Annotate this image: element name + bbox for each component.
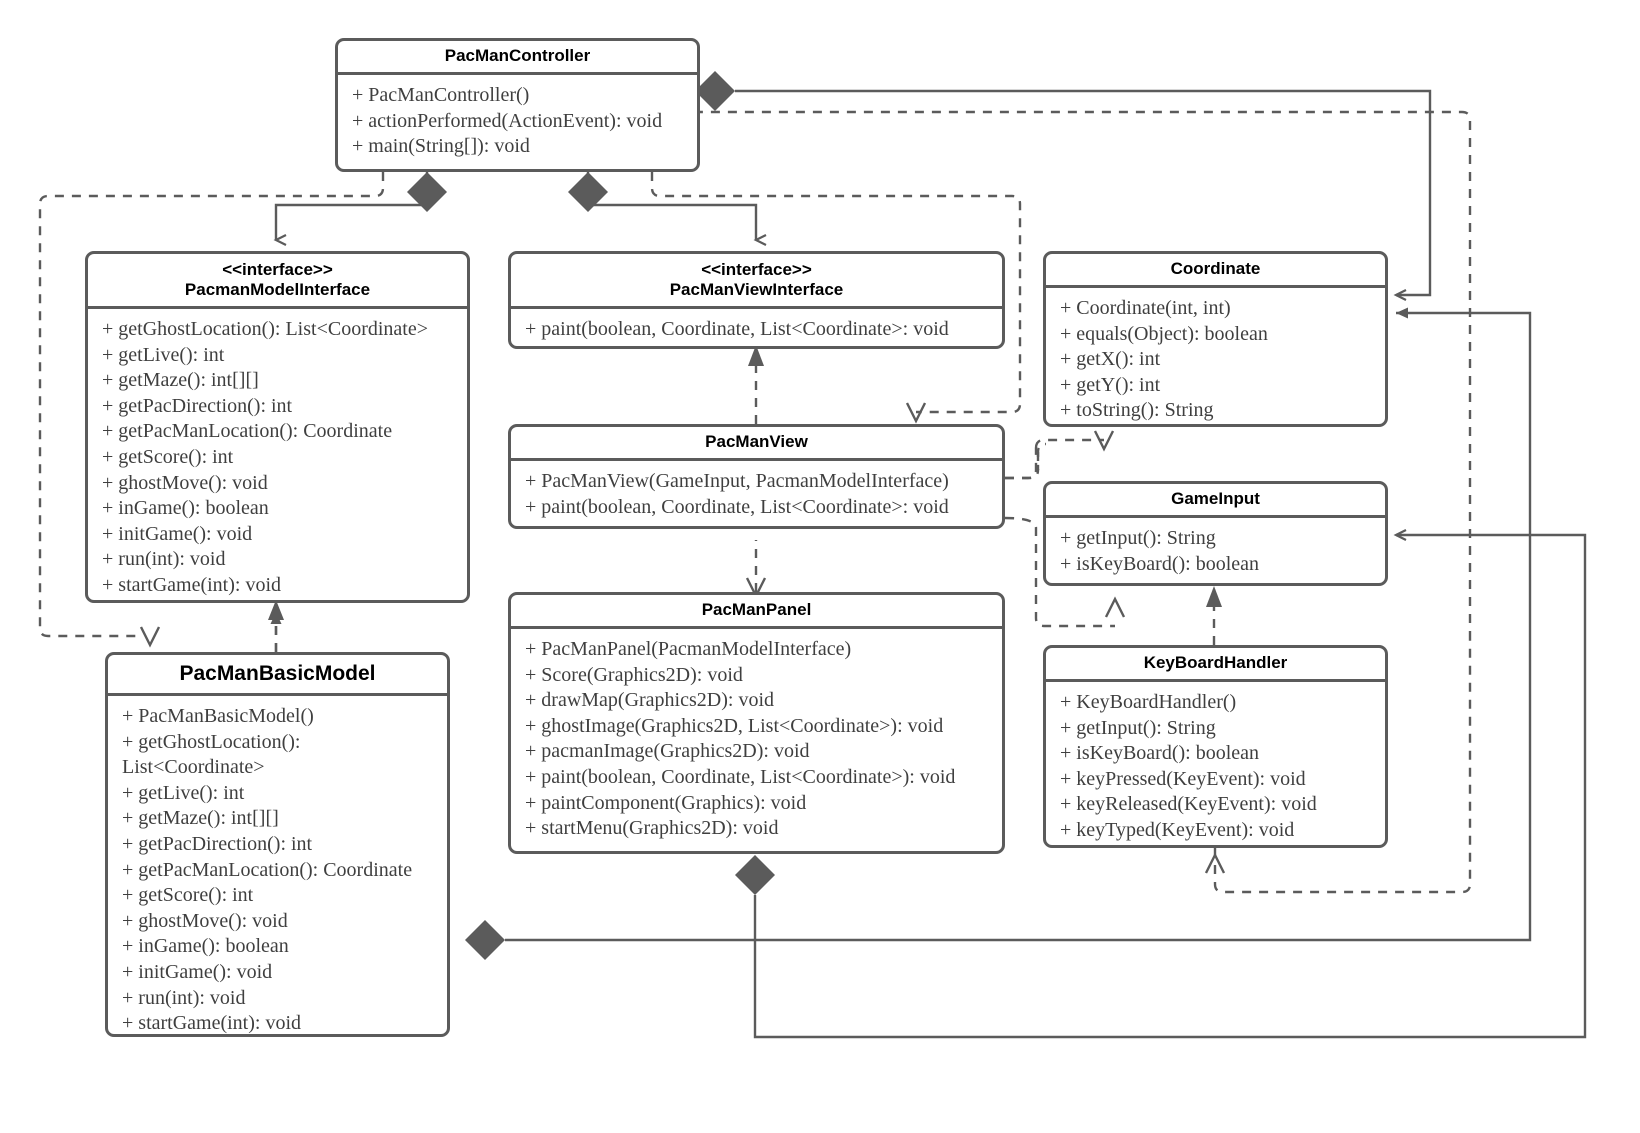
class-box-pacmanmodelinterface[interactable]: <<interface>> PacmanModelInterface + get… [85, 251, 470, 603]
class-members: + PacManPanel(PacmanModelInterface) + Sc… [511, 629, 1002, 850]
class-members: + KeyBoardHandler() + getInput(): String… [1046, 682, 1385, 852]
member-row: + paint(boolean, Coordinate, List<Coordi… [525, 765, 956, 788]
member-row: + inGame(): boolean [122, 935, 289, 958]
class-title: PacManViewInterface [669, 280, 844, 299]
member-row: + run(int): void [102, 548, 226, 571]
member-row: + startGame(int): void [102, 573, 282, 596]
member-row: + getY(): int [1060, 373, 1161, 396]
member-row: + actionPerformed(ActionEvent): void [352, 109, 663, 132]
member-row: + getMaze(): int[][] [122, 807, 279, 830]
member-row: + getInput(): String [1060, 716, 1216, 739]
class-title: GameInput [1171, 489, 1260, 509]
member-row: + PacManController() [352, 84, 530, 106]
member-row: + startMenu(Graphics2D): void [525, 817, 779, 840]
class-header-pacmancontroller: PacManController [338, 41, 697, 75]
class-members: + Coordinate(int, int) + equals(Object):… [1046, 288, 1385, 432]
member-row: + getLive(): int [122, 781, 245, 804]
member-row: + keyReleased(KeyEvent): void [1060, 793, 1317, 816]
member-row: + keyPressed(KeyEvent): void [1060, 767, 1306, 790]
class-members: + PacManController() + actionPerformed(A… [338, 75, 697, 168]
class-box-pacmanview[interactable]: PacManView + PacManView(GameInput, Pacma… [508, 424, 1005, 529]
class-header-pacmanbasicmodel: PacManBasicModel [108, 655, 447, 696]
member-row: + PacManView(GameInput, PacmanModelInter… [525, 470, 949, 492]
member-row: + getGhostLocation(): List<Coordinate> [102, 318, 428, 340]
member-row: + getMaze(): int[][] [102, 369, 259, 392]
member-row: + getPacManLocation(): Coordinate [102, 420, 393, 443]
class-header-coordinate: Coordinate [1046, 254, 1385, 288]
class-title: PacmanModelInterface [184, 280, 371, 299]
member-row: + main(String[]): void [352, 135, 530, 158]
member-row: + equals(Object): boolean [1060, 322, 1268, 345]
class-box-pacmanbasicmodel[interactable]: PacManBasicModel + PacManBasicModel() + … [105, 652, 450, 1037]
class-stereotype: <<interface>> [222, 259, 333, 279]
member-row: + paintComponent(Graphics): void [525, 791, 807, 814]
class-members: + getGhostLocation(): List<Coordinate> +… [88, 309, 467, 607]
member-row: + getInput(): String [1060, 527, 1216, 549]
class-title: PacManView [705, 432, 808, 452]
member-row: + getPacDirection(): int [102, 394, 293, 417]
class-members: + PacManBasicModel() + getGhostLocation(… [108, 696, 447, 1045]
member-row: + run(int): void [122, 986, 246, 1009]
member-row: + startGame(int): void [122, 1012, 302, 1035]
member-row: + getScore(): int [122, 884, 254, 907]
member-row: + getLive(): int [102, 343, 225, 366]
member-row: + PacManPanel(PacmanModelInterface) [525, 638, 852, 660]
class-title: KeyBoardHandler [1143, 653, 1288, 673]
member-row: + getPacDirection(): int [122, 832, 313, 855]
member-row: + initGame(): void [102, 522, 253, 545]
member-row: + ghostMove(): void [122, 909, 288, 932]
member-row: + pacmanImage(Graphics2D): void [525, 740, 810, 763]
member-row: + paint(boolean, Coordinate, List<Coordi… [525, 318, 949, 340]
member-row: + isKeyBoard(): boolean [1060, 552, 1260, 575]
class-box-pacmanviewinterface[interactable]: <<interface>> PacManViewInterface + pain… [508, 251, 1005, 349]
member-row: + keyTyped(KeyEvent): void [1060, 818, 1295, 841]
member-row: + getX(): int [1060, 348, 1161, 371]
class-header-pacmanpanel: PacManPanel [511, 595, 1002, 629]
member-row: + getScore(): int [102, 445, 234, 468]
class-box-coordinate[interactable]: Coordinate + Coordinate(int, int) + equa… [1043, 251, 1388, 427]
class-box-keyboardhandler[interactable]: KeyBoardHandler + KeyBoardHandler() + ge… [1043, 645, 1388, 848]
member-row: + Score(Graphics2D): void [525, 663, 743, 686]
member-row: + KeyBoardHandler() [1060, 691, 1237, 713]
member-row: + drawMap(Graphics2D): void [525, 689, 774, 712]
class-title: PacManBasicModel [179, 661, 376, 685]
class-header-pacmanview: PacManView [511, 427, 1002, 461]
class-header-keyboardhandler: KeyBoardHandler [1046, 648, 1385, 682]
class-box-pacmanpanel[interactable]: PacManPanel + PacManPanel(PacmanModelInt… [508, 592, 1005, 854]
member-row: + paint(boolean, Coordinate, List<Coordi… [525, 495, 949, 518]
class-title: Coordinate [1170, 259, 1261, 279]
class-box-pacmancontroller[interactable]: PacManController + PacManController() + … [335, 38, 700, 172]
class-box-gameinput[interactable]: GameInput + getInput(): String + isKeyBo… [1043, 481, 1388, 586]
class-title: PacManController [444, 46, 591, 66]
class-header-pacmanviewinterface: <<interface>> PacManViewInterface [511, 254, 1002, 309]
member-row: + ghostImage(Graphics2D, List<Coordinate… [525, 714, 944, 737]
class-title: PacManPanel [701, 600, 812, 620]
member-row: + inGame(): boolean [102, 497, 269, 520]
member-row: + ghostMove(): void [102, 471, 268, 494]
class-header-gameinput: GameInput [1046, 484, 1385, 518]
member-row: + getPacManLocation(): Coordinate [122, 858, 413, 881]
member-row: + Coordinate(int, int) [1060, 297, 1231, 319]
member-row: + PacManBasicModel() [122, 705, 314, 727]
class-header-pacmanmodelinterface: <<interface>> PacmanModelInterface [88, 254, 467, 309]
member-row: + getGhostLocation(): List<Coordinate> [122, 730, 301, 779]
class-members: + getInput(): String + isKeyBoard(): boo… [1046, 518, 1385, 585]
class-members: + paint(boolean, Coordinate, List<Coordi… [511, 309, 1002, 351]
member-row: + toString(): String [1060, 399, 1214, 422]
member-row: + initGame(): void [122, 960, 273, 983]
class-members: + PacManView(GameInput, PacmanModelInter… [511, 461, 1002, 528]
member-row: + isKeyBoard(): boolean [1060, 742, 1260, 765]
class-stereotype: <<interface>> [701, 259, 812, 279]
